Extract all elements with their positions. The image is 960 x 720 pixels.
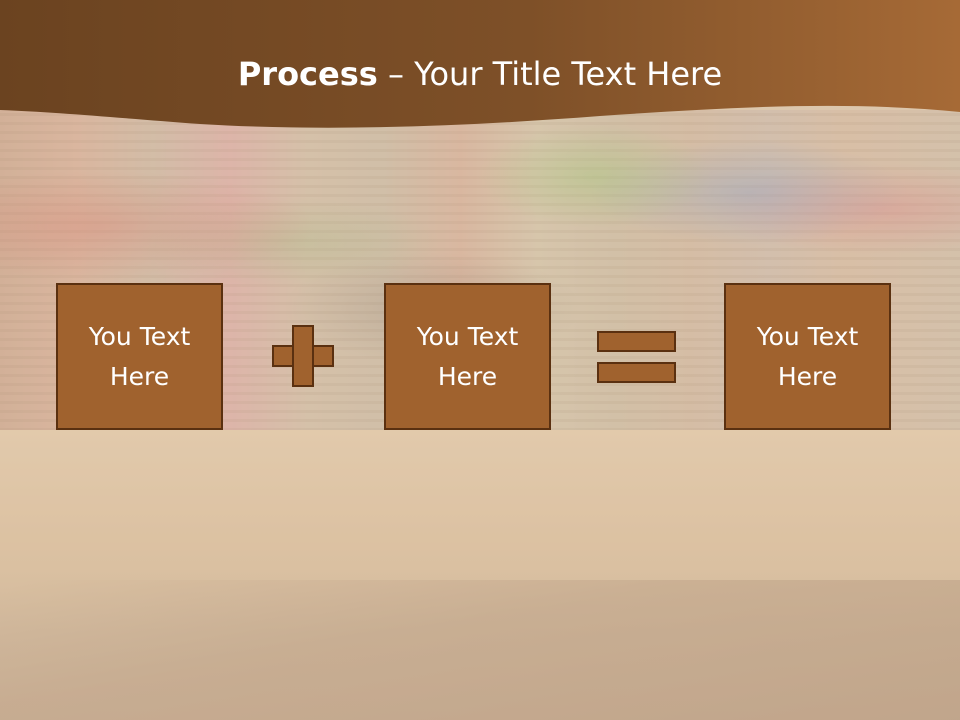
sidewalk-background xyxy=(0,430,960,720)
title-rest-text: – Your Title Text Here xyxy=(377,55,723,93)
plus-center-fill xyxy=(294,347,312,365)
text-box-1-label: You Text Here xyxy=(88,321,191,391)
title-banner-shape xyxy=(0,0,960,128)
text-box-2-label: You Text Here xyxy=(416,321,519,391)
equals-icon xyxy=(597,331,676,383)
text-box-1[interactable]: You Text Here xyxy=(56,283,223,430)
title-banner: Process – Your Title Text Here xyxy=(0,0,960,140)
plus-icon xyxy=(272,325,334,387)
text-box-2[interactable]: You Text Here xyxy=(384,283,551,430)
text-box-3-label: You Text Here xyxy=(756,321,859,391)
equals-bottom-bar xyxy=(597,362,676,383)
text-box-3[interactable]: You Text Here xyxy=(724,283,891,430)
title-bold-text: Process xyxy=(237,55,378,93)
equals-top-bar xyxy=(597,331,676,352)
slide-title: Process – Your Title Text Here xyxy=(0,52,960,96)
